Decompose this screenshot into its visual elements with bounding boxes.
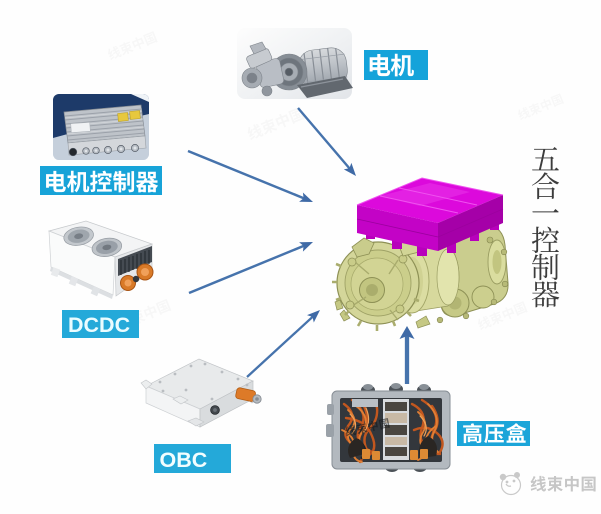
svg-text:DCDC: DCDC [68,313,130,337]
svg-text:OBC: OBC [160,448,208,472]
